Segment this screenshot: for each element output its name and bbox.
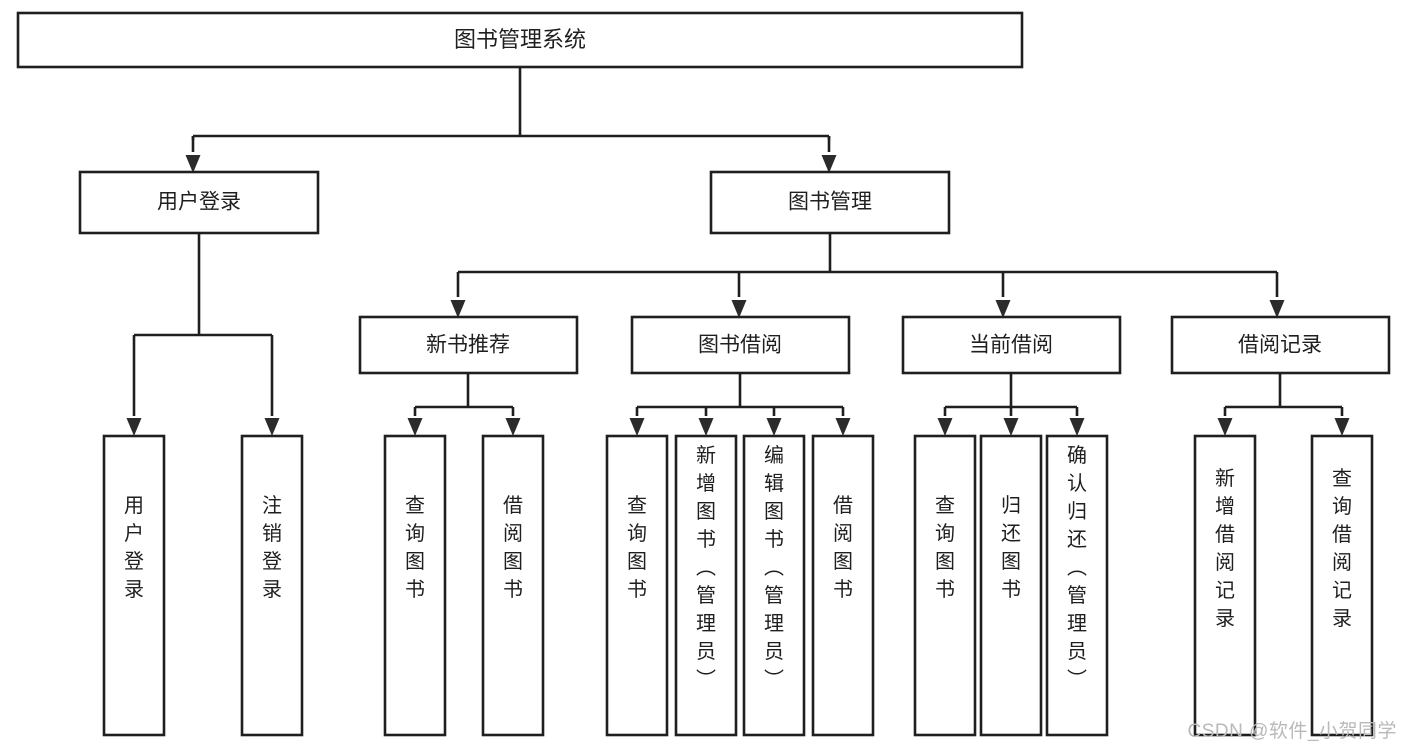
node-book-manage-label: 图书管理	[788, 191, 872, 214]
node-book-borrow[interactable]: 图书借阅	[630, 315, 851, 375]
leaf-node-user-login[interactable]: 用户登录	[102, 434, 166, 737]
node-current-borrow[interactable]: 当前借阅	[901, 315, 1122, 375]
node-book-borrow-label: 图书借阅	[698, 334, 782, 357]
leaf-node-add-book[interactable]: 新增图书︵管理员︶	[674, 434, 738, 737]
leaf-borrow-book-2-label: 借阅图书	[833, 494, 853, 601]
node-new-book-recommend-label: 新书推荐	[426, 334, 510, 357]
leaf-query-record-label: 查询借阅记录	[1332, 467, 1352, 630]
leaf-query-book-3-label: 查询图书	[935, 494, 955, 601]
leaf-query-book-2-label: 查询图书	[627, 494, 647, 601]
leaf-add-book-box[interactable]	[674, 434, 738, 737]
node-user-login-box[interactable]	[78, 170, 320, 235]
node-borrow-record-label: 借阅记录	[1238, 334, 1322, 357]
leaf-node-query-book-2[interactable]: 查询图书	[605, 434, 669, 737]
leaf-query-book-2-box[interactable]	[605, 434, 669, 737]
leaf-return-book-label: 归还图书	[1001, 494, 1021, 601]
leaf-query-book-3-box[interactable]	[913, 434, 977, 737]
leaf-add-book-label: 新增图书︵管理员︶	[696, 444, 716, 691]
node-new-book-recommend-box[interactable]	[358, 315, 579, 375]
node-root-label: 图书管理系统	[454, 27, 586, 52]
leaf-return-book-box[interactable]	[979, 434, 1043, 737]
leaf-node-query-book-1[interactable]: 查询图书	[383, 434, 447, 737]
connector-borrow-record-to-leaves	[1217, 373, 1350, 436]
leaf-borrow-book-1-box[interactable]	[481, 434, 545, 737]
node-current-borrow-box[interactable]	[901, 315, 1122, 375]
connector-new-book-recommend-to-leaves	[407, 373, 521, 436]
node-current-borrow-label: 当前借阅	[969, 334, 1053, 357]
connector-book-borrow-to-leaves	[629, 373, 851, 436]
leaf-node-confirm-return[interactable]: 确认归还︵管理员︶	[1045, 434, 1109, 737]
connector-root-to-level2	[185, 67, 837, 173]
leaf-confirm-return-label: 确认归还︵管理员︶	[1067, 444, 1087, 691]
leaf-node-add-record[interactable]: 新增借阅记录	[1193, 434, 1257, 737]
node-book-manage[interactable]: 图书管理	[709, 170, 951, 235]
leaf-node-logout[interactable]: 注销登录	[240, 434, 304, 737]
connector-book-manage-to-level3	[450, 233, 1285, 318]
leaf-node-query-book-3[interactable]: 查询图书	[913, 434, 977, 737]
node-root-box[interactable]	[16, 11, 1024, 69]
leaf-node-return-book[interactable]: 归还图书	[979, 434, 1043, 737]
leaf-node-query-record[interactable]: 查询借阅记录	[1310, 434, 1374, 737]
connector-user-login-to-leaves	[126, 233, 280, 436]
leaf-node-borrow-book-1[interactable]: 借阅图书	[481, 434, 545, 737]
leaf-borrow-book-1-label: 借阅图书	[503, 494, 523, 601]
connector-current-borrow-to-leaves	[937, 373, 1085, 436]
node-root[interactable]: 图书管理系统	[16, 11, 1024, 69]
leaf-edit-book-label: 编辑图书︵管理员︶	[764, 444, 784, 691]
leaf-add-record-box[interactable]	[1193, 434, 1257, 737]
leaf-edit-book-box[interactable]	[742, 434, 806, 737]
leaf-logout-box[interactable]	[240, 434, 304, 737]
leaf-borrow-book-2-box[interactable]	[811, 434, 875, 737]
leaf-query-book-1-box[interactable]	[383, 434, 447, 737]
leaf-user-login-box[interactable]	[102, 434, 166, 737]
leaf-node-edit-book[interactable]: 编辑图书︵管理员︶	[742, 434, 806, 737]
leaf-add-record-label: 新增借阅记录	[1215, 467, 1235, 630]
leaf-node-borrow-book-2[interactable]: 借阅图书	[811, 434, 875, 737]
node-new-book-recommend[interactable]: 新书推荐	[358, 315, 579, 375]
leaf-query-record-box[interactable]	[1310, 434, 1374, 737]
leaf-query-book-1-label: 查询图书	[405, 494, 425, 601]
node-borrow-record[interactable]: 借阅记录	[1170, 315, 1391, 375]
node-user-login[interactable]: 用户登录	[78, 170, 320, 235]
leaf-confirm-return-box[interactable]	[1045, 434, 1109, 737]
leaf-user-login-label: 用户登录	[124, 495, 144, 601]
leaf-logout-label: 注销登录	[262, 494, 282, 601]
csdn-watermark: CSDN @软件_小贺同学	[1187, 721, 1397, 742]
node-user-login-label: 用户登录	[157, 191, 241, 214]
